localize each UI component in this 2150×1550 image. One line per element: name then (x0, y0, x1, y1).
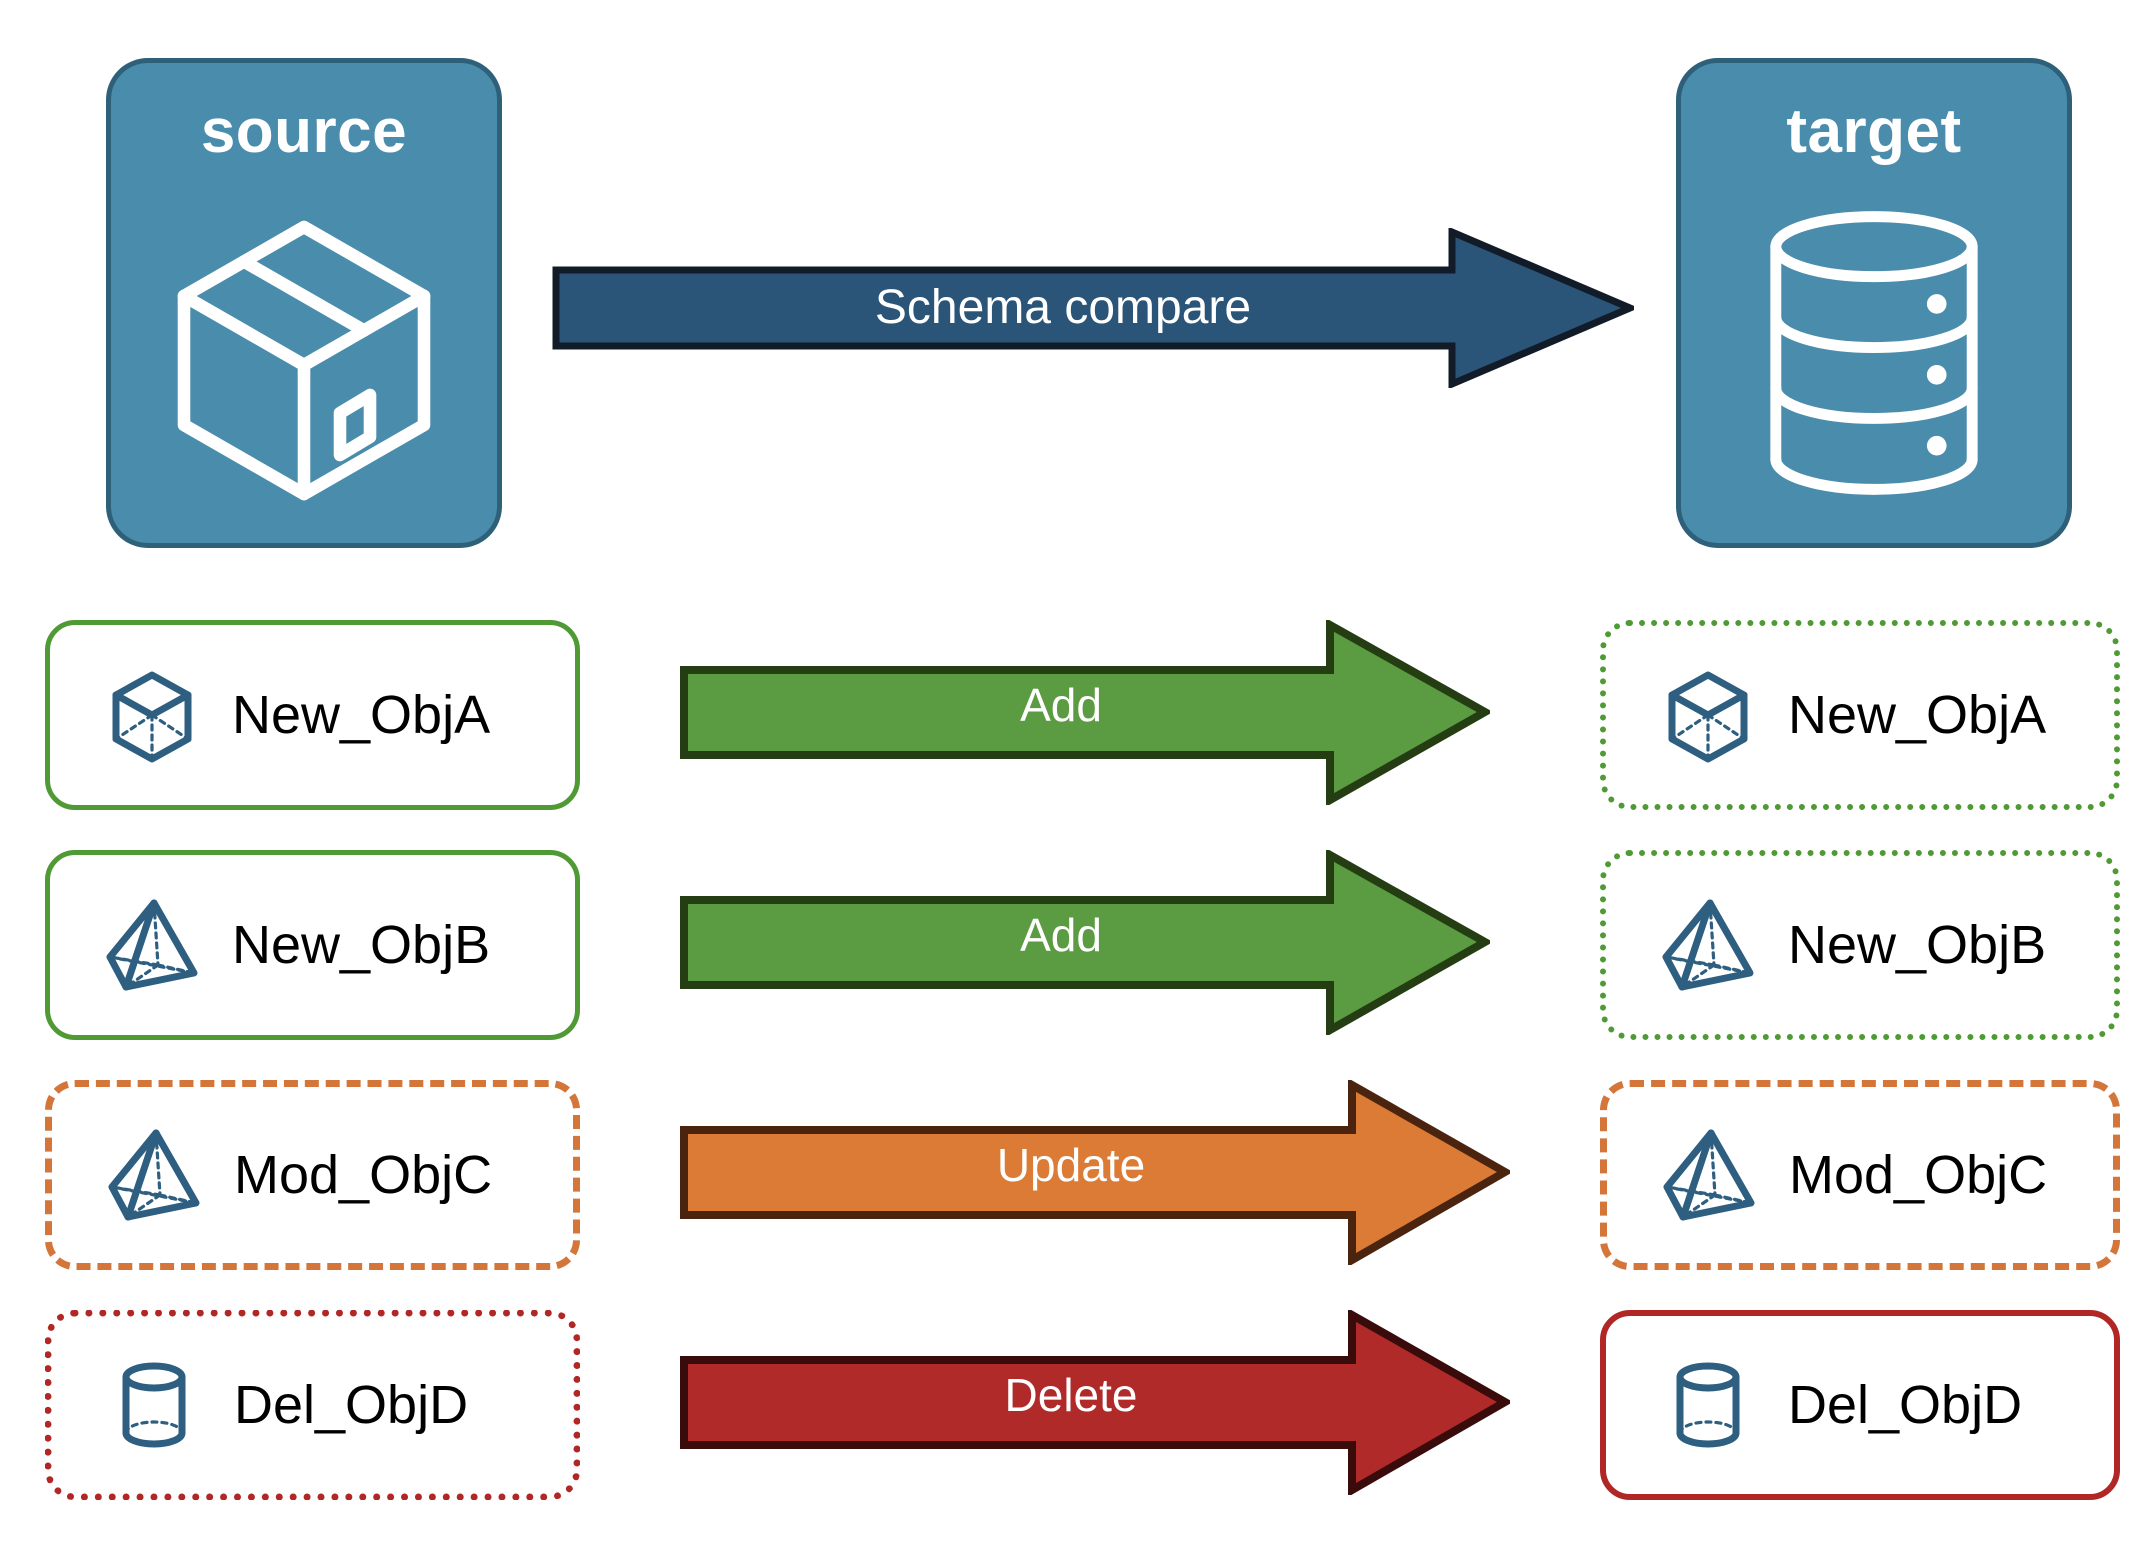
wireframe-cylinder-icon (100, 1351, 208, 1459)
target-object-label-3: Mod_ObjC (1789, 1145, 2048, 1205)
source-object-card-3[interactable]: Mod_ObjC (45, 1080, 580, 1270)
source-object-label-2: New_ObjB (232, 915, 491, 975)
target-object-label-4: Del_ObjD (1788, 1375, 2023, 1435)
target-object-card-1[interactable]: New_ObjA (1600, 620, 2120, 810)
target-object-label-2: New_ObjB (1788, 915, 2047, 975)
wireframe-pyramid-icon (1655, 1121, 1763, 1229)
target-label: target (1786, 97, 1962, 166)
source-endpoint-card: source (106, 58, 502, 548)
target-object-card-3[interactable]: Mod_ObjC (1600, 1080, 2120, 1270)
action-arrow-1: Add (680, 620, 1490, 805)
wireframe-pyramid-icon (98, 891, 206, 999)
action-arrow-4: Delete (680, 1310, 1510, 1495)
wireframe-pyramid-icon (100, 1121, 208, 1229)
source-object-label-1: New_ObjA (232, 685, 491, 745)
database-cylinder-icon (1681, 163, 2067, 543)
schema-compare-arrow: Schema compare (552, 228, 1634, 388)
wireframe-cube-icon (1654, 661, 1762, 769)
source-object-card-2[interactable]: New_ObjB (45, 850, 580, 1040)
wireframe-cylinder-icon (1654, 1351, 1762, 1459)
target-object-card-2[interactable]: New_ObjB (1600, 850, 2120, 1040)
action-arrow-3: Update (680, 1080, 1510, 1265)
wireframe-pyramid-icon (1654, 891, 1762, 999)
target-object-card-4[interactable]: Del_ObjD (1600, 1310, 2120, 1500)
wireframe-cube-icon (98, 661, 206, 769)
source-object-card-1[interactable]: New_ObjA (45, 620, 580, 810)
source-object-label-4: Del_ObjD (234, 1375, 469, 1435)
target-object-label-1: New_ObjA (1788, 685, 2047, 745)
source-label: source (200, 97, 408, 166)
package-box-icon (111, 163, 497, 543)
target-endpoint-card: target (1676, 58, 2072, 548)
source-object-label-3: Mod_ObjC (234, 1145, 493, 1205)
source-object-card-4[interactable]: Del_ObjD (45, 1310, 580, 1500)
action-arrow-2: Add (680, 850, 1490, 1035)
